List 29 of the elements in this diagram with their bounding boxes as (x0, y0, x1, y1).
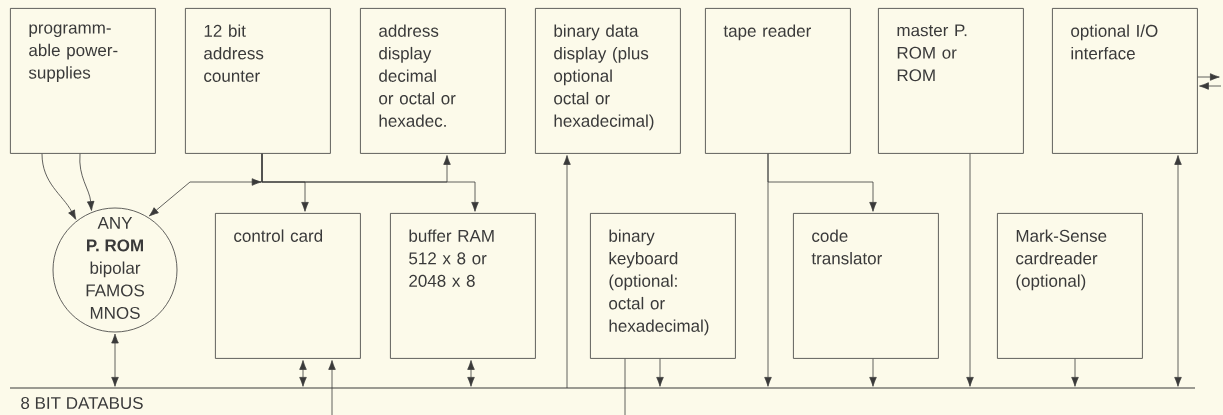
arrow (1199, 82, 1222, 90)
block-box: binary data display (plus optional octal or hexadecimal) (535, 8, 681, 154)
arrow (79, 153, 95, 211)
block-box: programm-able power-supplies (10, 8, 156, 154)
arrow (869, 358, 877, 387)
arrow (41, 153, 77, 220)
arrow (1197, 73, 1220, 81)
block-box: master P. ROM or ROM (878, 8, 1024, 154)
block-box: code translator (793, 213, 939, 359)
block-box: buffer RAM 512 x 8 or 2048 x 8 (390, 213, 536, 359)
block-box: 12 bit address counter (185, 8, 331, 154)
arrow (328, 360, 336, 415)
arrow (656, 358, 664, 387)
block-box: optional I/O interface (1052, 8, 1198, 154)
block-box: Mark-Sense cardreader (optional) (997, 213, 1143, 359)
arrow (966, 153, 974, 387)
block-box: tape reader (705, 8, 851, 154)
block-box: control card (215, 213, 361, 359)
arrow (111, 333, 119, 387)
arrow (299, 360, 307, 387)
arrow (467, 360, 475, 387)
arrow (767, 153, 877, 212)
arrow (1071, 358, 1079, 387)
block-box: address display decimal or octal or hexadec. (360, 8, 506, 154)
bus-label: 8 BIT DATABUS (21, 397, 143, 410)
arrow (1174, 155, 1182, 387)
block-box: binary keyboard (optional: octal or hexadecimal) (590, 213, 736, 359)
arrow (563, 155, 571, 389)
arrow (261, 153, 451, 183)
